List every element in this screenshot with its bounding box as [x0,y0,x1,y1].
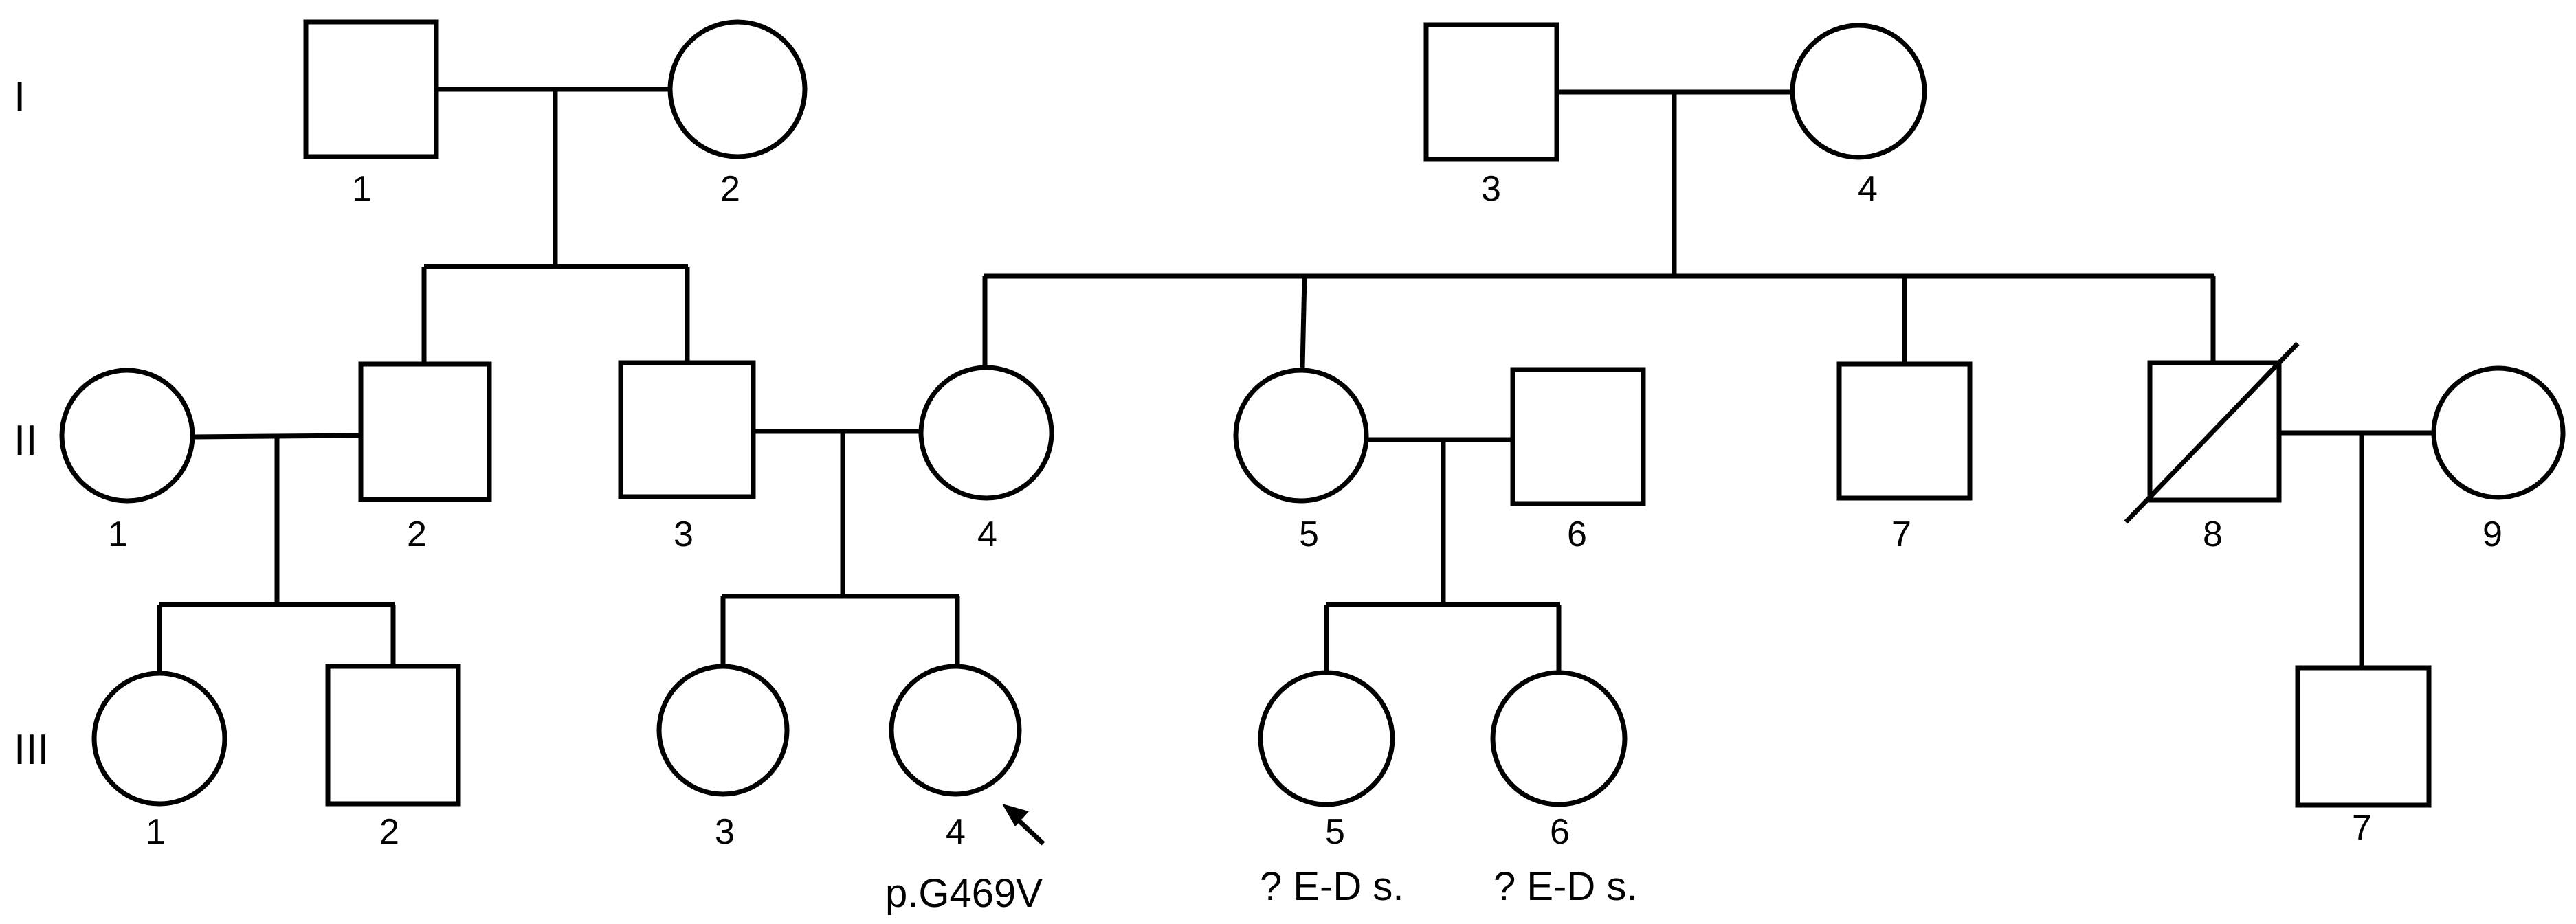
pedigree-lines [157,87,2434,673]
individual-iii2-number: 2 [379,812,399,852]
individual-iii7-male-symbol [2295,665,2432,808]
generation-label-iii: III [14,726,49,774]
individual-ii6-number: 6 [1567,515,1587,554]
individual-ii1-number: 1 [108,515,128,554]
individual-i2-number: 2 [720,169,740,209]
individual-ii5-female-symbol [1233,368,1369,504]
individual-iii4-female-symbol [889,664,1022,797]
individual-ii7-male-symbol [1836,361,1973,501]
individual-iii2-male-symbol [325,664,461,807]
individual-iii3-number: 3 [715,812,735,852]
individual-ii3-number: 3 [674,515,693,554]
individual-ii9-number: 9 [2483,515,2502,554]
individual-i1-number: 1 [352,169,372,209]
individual-iii6-female-symbol [1490,670,1628,807]
individual-ii9-female-symbol [2431,365,2566,500]
individual-iii6-note: ? E-D s. [1494,864,1638,909]
individual-ii2-male-symbol [358,361,492,502]
individual-iii1-female-symbol [91,671,227,807]
individual-ii8-number: 8 [2203,515,2223,554]
individual-iii5-number: 5 [1325,812,1345,852]
deceased-slash-icon [2124,341,2300,524]
child-line-ii5 [1300,275,1307,368]
individual-i4-female-symbol [1790,23,1927,160]
individual-iii4-number: 4 [946,812,966,852]
individual-i2-female-symbol [667,19,808,159]
individual-iii4-variant: p.G469V [885,871,1043,916]
individual-ii3-male-symbol [618,360,756,499]
proband-arrow-icon [1002,804,1045,846]
individual-iii6-number: 6 [1550,812,1570,852]
individual-iii7-number: 7 [2352,808,2372,848]
individual-ii4-number: 4 [977,515,997,554]
individual-iii5-female-symbol [1258,670,1395,807]
individual-i1-male-symbol [303,19,439,159]
individual-i3-male-symbol [1423,22,1559,162]
individual-ii5-number: 5 [1299,515,1319,554]
individual-i3-number: 3 [1481,169,1501,209]
individual-ii2-number: 2 [407,515,427,554]
individual-ii4-female-symbol [918,365,1054,501]
individual-ii1-female-symbol [59,368,195,504]
individual-ii6-male-symbol [1510,367,1646,506]
individual-iii1-number: 1 [146,812,166,852]
generation-label-i: I [14,74,25,121]
individual-iii5-note: ? E-D s. [1260,864,1404,909]
individual-iii3-female-symbol [656,664,790,797]
generation-label-ii: II [14,417,37,464]
individual-i4-number: 4 [1858,169,1878,209]
individual-ii7-number: 7 [1891,515,1911,554]
